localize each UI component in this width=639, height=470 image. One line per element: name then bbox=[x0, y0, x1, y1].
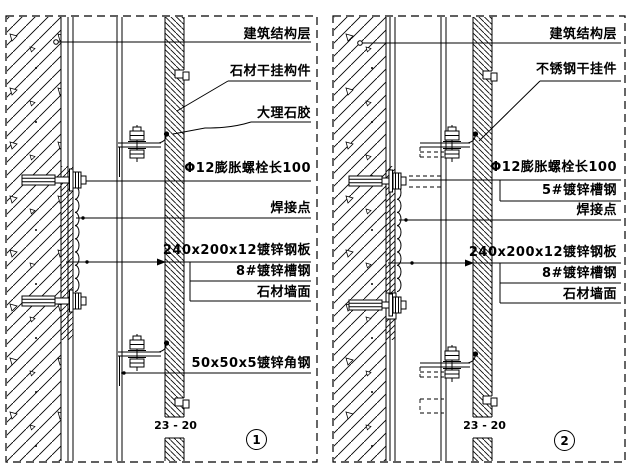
p2-detail-number: 2 bbox=[560, 433, 569, 448]
panel-2-steel-channel-strip bbox=[385, 17, 397, 461]
panel-1-steel-channel-strip bbox=[61, 17, 74, 461]
panel-1-stone-column bbox=[158, 17, 203, 461]
panel-1-border bbox=[5, 15, 318, 463]
p1-section-mark: 23 - 20 bbox=[152, 419, 199, 433]
panel-2-leader-lines bbox=[357, 40, 621, 304]
panel-2-border bbox=[332, 15, 626, 463]
panel-1-anchor-lower bbox=[118, 334, 170, 386]
panel-1-vertical-angle bbox=[116, 17, 123, 461]
panel-1-expansion-bolt-upper bbox=[21, 168, 87, 192]
panel-2-concrete-wall bbox=[334, 17, 387, 461]
p2-label-weld-point: 焊接点 bbox=[576, 203, 617, 218]
panel-2-weld-squiggle bbox=[396, 185, 402, 293]
p1-label-expansion-bolt: Φ12膨胀螺栓长100 bbox=[184, 161, 311, 176]
p1-label-channel-steel: 8#镀锌槽钢 bbox=[236, 264, 311, 279]
p2-section-mark: 23 - 20 bbox=[461, 419, 508, 433]
panel-2-stone-column bbox=[466, 17, 511, 461]
p2-label-channel-steel-5: 5#镀锌槽钢 bbox=[542, 183, 617, 198]
panel-1-weld-squiggle bbox=[74, 185, 80, 293]
p1-detail-number-badge: 1 bbox=[246, 429, 267, 450]
panel-2-vertical-angle bbox=[440, 17, 447, 461]
panel-2-anchor-upper bbox=[419, 125, 479, 162]
panel-2-drawing bbox=[332, 15, 626, 463]
p1-label-stone-wall: 石材墙面 bbox=[256, 285, 311, 300]
panel-1-anchor-upper bbox=[118, 125, 170, 177]
p1-label-stone-hanger: 石材干挂构件 bbox=[229, 64, 311, 79]
p1-label-weld-point: 焊接点 bbox=[270, 201, 311, 216]
panel-2-expansion-bolt-lower bbox=[348, 293, 407, 317]
p1-label-steel-plate: 240x200x12镀锌钢板 bbox=[162, 243, 311, 258]
panel-2-anchor-lower bbox=[419, 345, 479, 414]
p2-label-structure-layer: 建筑结构层 bbox=[549, 27, 617, 42]
p2-label-expansion-bolt: Φ12膨胀螺栓长100 bbox=[490, 160, 617, 175]
p2-label-stainless-hanger: 不锈钢干挂件 bbox=[535, 62, 617, 77]
panel-2-expansion-bolt-upper bbox=[348, 169, 442, 193]
panel-1-expansion-bolt-lower bbox=[21, 289, 87, 313]
panel-1-drawing bbox=[5, 15, 318, 463]
p2-label-steel-plate: 240x200x12镀锌钢板 bbox=[468, 245, 617, 260]
p2-label-channel-steel: 8#镀锌槽钢 bbox=[542, 266, 617, 281]
panel-1-leader-lines bbox=[24, 39, 311, 375]
p2-detail-number-badge: 2 bbox=[554, 430, 575, 451]
p1-label-marble-glue: 大理石胶 bbox=[256, 106, 311, 121]
p1-label-angle-steel: 50x50x5镀锌角钢 bbox=[191, 356, 311, 371]
p1-detail-number: 1 bbox=[252, 432, 261, 447]
p2-label-stone-wall: 石材墙面 bbox=[562, 287, 617, 302]
panel-1-concrete-wall bbox=[7, 17, 62, 461]
p1-label-structure-layer: 建筑结构层 bbox=[243, 27, 311, 42]
